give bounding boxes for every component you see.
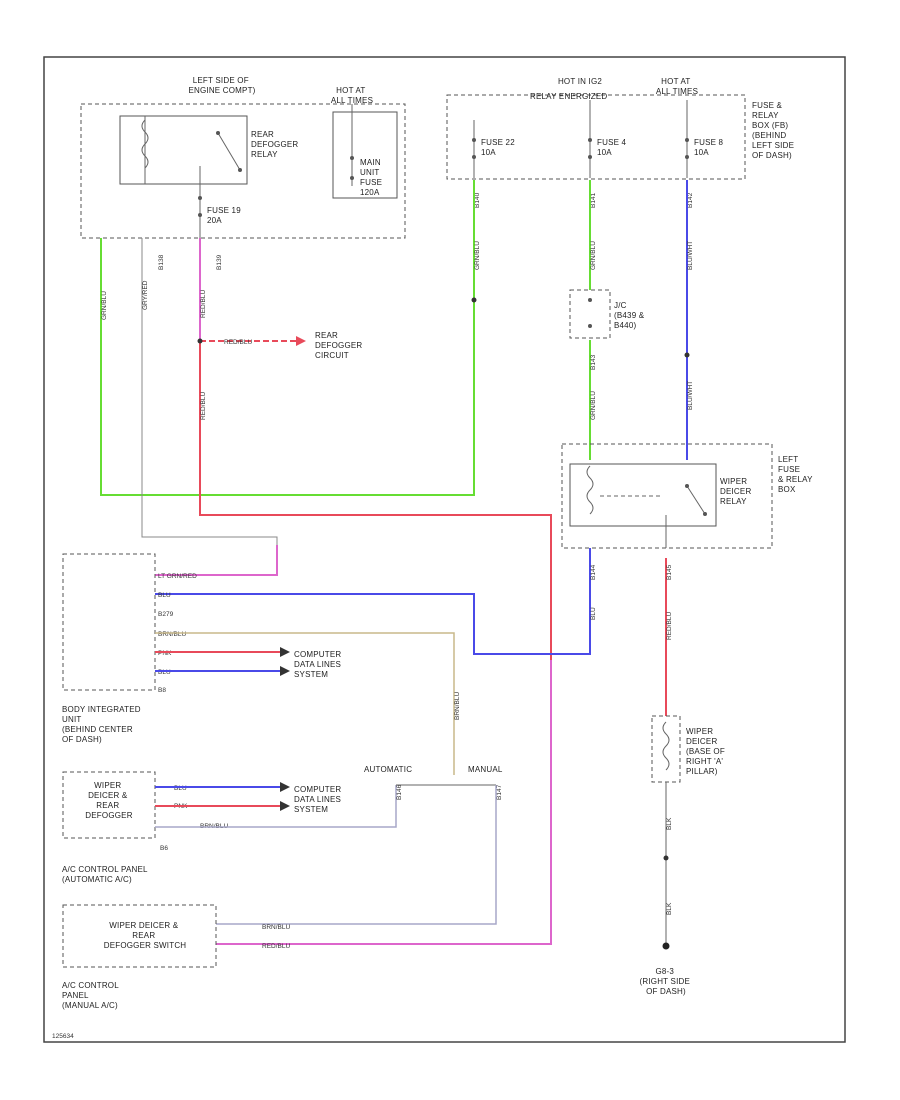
- acp-auto-box: [62, 771, 156, 839]
- conn-b138: B138: [158, 254, 165, 270]
- wire-label-red-top: RED/BLU: [200, 290, 207, 318]
- computer-data-lines-2: COMPUTER DATA LINES SYSTEM: [294, 785, 344, 814]
- rear-defogger-relay: [119, 115, 248, 185]
- conn-b147: B147: [496, 784, 503, 800]
- conn-b145: B145: [666, 564, 673, 580]
- biu-conn-bottom: B8: [158, 687, 166, 694]
- wire-label-ground-1: BLK: [666, 817, 673, 830]
- outer-frame: [43, 56, 846, 1043]
- main-unit-fuse-box: [332, 111, 398, 199]
- hot-at-all-times-left: HOT AT ALL TIMES: [331, 86, 373, 105]
- wire-pink-biu: [155, 545, 278, 576]
- wire-pink-main-3: [216, 660, 552, 945]
- fuse-relay-box-label: FUSE & RELAY BOX (FB) (BEHIND LEFT SIDE …: [752, 101, 797, 160]
- biu-connector-label: B279: [158, 611, 174, 618]
- wire-manual-brn: [216, 785, 497, 925]
- wire-label-green-left: GRN/BLU: [101, 291, 108, 320]
- left-fuse-relay-box-outline: [561, 443, 773, 549]
- fuse-22-label: FUSE 22 10A: [481, 138, 517, 157]
- left-fuse-box-label: LEFT SIDE OF ENGINE COMPT): [188, 76, 255, 95]
- biu-wire-label-4: BLU: [158, 669, 171, 676]
- fuse-19-label: FUSE 19 20A: [207, 206, 243, 225]
- wire-label-right-green: GRN/BLU: [474, 241, 481, 270]
- biu-wire-label-3: PNK: [158, 650, 172, 657]
- left-fuse-box-outline: [80, 103, 406, 239]
- body-integrated-unit: [62, 553, 156, 691]
- wire-label-blue-top: BLU/WHT: [687, 241, 694, 270]
- fuse-8-label: FUSE 8 10A: [694, 138, 726, 157]
- fuse-relay-box-outline: [446, 94, 746, 180]
- wire-label-red-relay: RED/BLU: [666, 612, 673, 640]
- acp-auto-wire-0: BLU: [174, 785, 187, 792]
- wiper-deicer-label: WIPER DEICER (BASE OF RIGHT 'A' PILLAR): [686, 727, 727, 776]
- acp-manual-wire-0: BRN/BLU: [262, 924, 290, 931]
- conn-b142: B142: [687, 192, 694, 208]
- rear-defogger-relay-label: REAR DEFOGGER RELAY: [251, 130, 301, 159]
- left-fuse-relay-label: LEFT FUSE & RELAY BOX: [778, 455, 815, 494]
- manual-label: MANUAL: [468, 765, 503, 774]
- acp-manual-title: A/C CONTROL PANEL (MANUAL A/C): [62, 981, 121, 1010]
- wire-label-blue-bot: BLU/WHT: [687, 381, 694, 410]
- wire-acp-brn: [155, 785, 397, 828]
- biu-wire-label-0: LT GRN/RED: [158, 573, 197, 580]
- wire-label-gry: GRY/RED: [142, 280, 149, 310]
- jc-label: J/C (B439 & B440): [614, 301, 647, 330]
- wire-label-defog: RED/BLU: [224, 339, 252, 346]
- wire-blu-relay: [155, 548, 591, 655]
- computer-data-lines-1: COMPUTER DATA LINES SYSTEM: [294, 650, 344, 679]
- hot-at-right-label: HOT AT ALL TIMES: [656, 77, 698, 96]
- conn-b146: B146: [396, 784, 403, 800]
- wire-label-brn-vert: BRN/BLU: [454, 692, 461, 720]
- conn-b144: B144: [590, 564, 597, 580]
- jc-box: [569, 289, 611, 339]
- reference-number: 125634: [52, 1033, 74, 1040]
- wire-green-left: [100, 238, 475, 496]
- rear-defogger-circuit-label: REAR DEFOGGER CIRCUIT: [315, 331, 365, 360]
- wiper-deicer-relay: [569, 463, 717, 527]
- hot-in-ig2-label: HOT IN IG2: [558, 77, 602, 86]
- wire-label-mid-green-bot: GRN/BLU: [590, 391, 597, 420]
- automatic-label: AUTOMATIC: [364, 765, 412, 774]
- conn-b140: B140: [474, 192, 481, 208]
- acp-auto-conn: B6: [160, 845, 168, 852]
- wiper-deicer-relay-label: WIPER DEICER RELAY: [720, 477, 754, 506]
- conn-b139: B139: [216, 254, 223, 270]
- biu-title: BODY INTEGRATED UNIT (BEHIND CENTER OF D…: [62, 705, 143, 744]
- wire-brn-blu-biu: [155, 632, 455, 775]
- acp-manual-wire-1: RED/BLU: [262, 943, 290, 950]
- acp-auto-title: A/C CONTROL PANEL (AUTOMATIC A/C): [62, 865, 150, 884]
- acp-manual-box: [62, 904, 217, 968]
- relay-energized-label: RELAY ENERGIZED: [530, 92, 607, 101]
- ground-label: G8-3 (RIGHT SIDE OF DASH): [640, 967, 693, 996]
- wire-label-ground-2: BLK: [666, 902, 673, 915]
- ground-point: [662, 942, 670, 950]
- biu-wire-label-2: BRN/BLU: [158, 631, 186, 638]
- biu-wire-label-1: BLU: [158, 592, 171, 599]
- acp-manual-switch-label: WIPER DEICER & REAR DEFOGGER SWITCH: [104, 921, 187, 950]
- acp-auto-switch-label: WIPER DEICER & REAR DEFOGGER: [85, 781, 132, 820]
- wire-label-mid-green-top: GRN/BLU: [590, 241, 597, 270]
- conn-b141: B141: [590, 192, 597, 208]
- conn-b143: B143: [590, 354, 597, 370]
- wire-label-blu-relay: BLU: [590, 607, 597, 620]
- wire-red-main-2: [199, 340, 552, 660]
- fuse-4-label: FUSE 4 10A: [597, 138, 629, 157]
- wire-label-red-mid: RED/BLU: [200, 392, 207, 420]
- main-fuse-label: MAIN UNIT FUSE 120A: [360, 158, 385, 197]
